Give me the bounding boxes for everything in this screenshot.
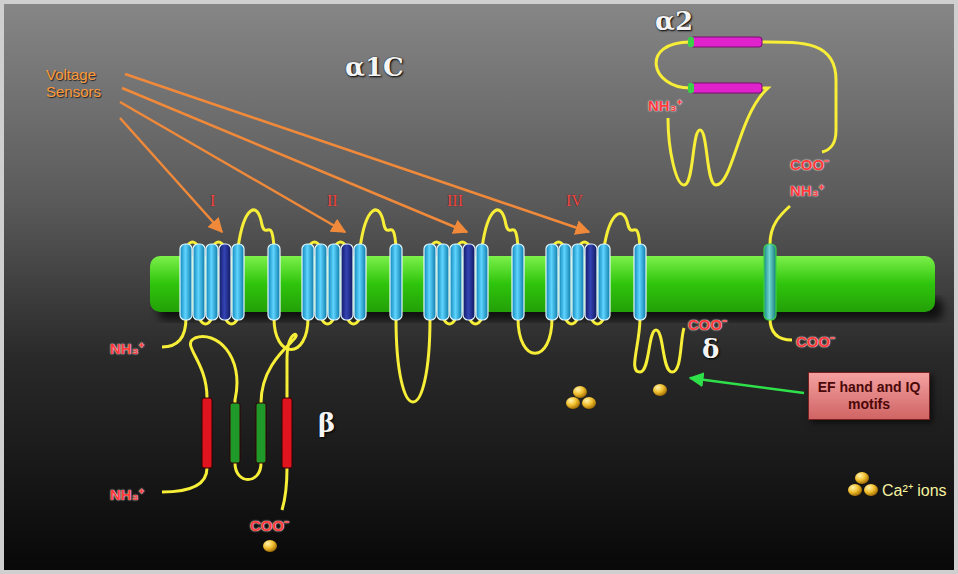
calcium-ions xyxy=(263,384,667,552)
terminus-label: NH₃⁺ xyxy=(648,95,682,115)
domain-number: IV xyxy=(566,192,583,210)
transmembrane-helices xyxy=(180,244,776,320)
subunit-name: δ xyxy=(702,334,719,364)
legend-sample-ions xyxy=(848,472,878,496)
alpha1c-chain xyxy=(162,210,684,402)
beta-helix-rods xyxy=(202,398,292,468)
subunit-name: β xyxy=(318,408,335,438)
domain-number: I xyxy=(210,192,215,210)
terminus-label: COO⁻ xyxy=(796,331,835,351)
terminus-label: COO⁻ xyxy=(250,515,289,535)
box-text: EF hand and IQ motifs xyxy=(815,379,923,413)
subunit-name: α2 xyxy=(655,6,693,36)
legend-entry: Ca²⁺ ions xyxy=(882,479,947,501)
voltage-sensor-arrows xyxy=(120,74,589,232)
terminus-label: NH₃⁺ xyxy=(790,180,824,200)
domain-number: III xyxy=(447,192,463,210)
pointer-arrow xyxy=(690,378,804,393)
beta-chain xyxy=(162,334,296,510)
terminus-label: COO⁻ xyxy=(790,154,829,174)
subunit-name: α1C xyxy=(345,52,404,82)
alpha2-chain xyxy=(656,42,836,185)
domain-number: II xyxy=(327,192,338,210)
legend-text: Ca²⁺ ions xyxy=(882,482,947,499)
terminus-label: COO⁻ xyxy=(688,314,727,334)
callout-label: Voltage Sensors xyxy=(46,66,126,100)
terminus-label: NH₃⁺ xyxy=(110,484,144,504)
terminus-label: NH₃⁺ xyxy=(110,338,144,358)
callout-box: EF hand and IQ motifs xyxy=(808,372,930,420)
alpha2-helix-rods xyxy=(688,37,762,93)
